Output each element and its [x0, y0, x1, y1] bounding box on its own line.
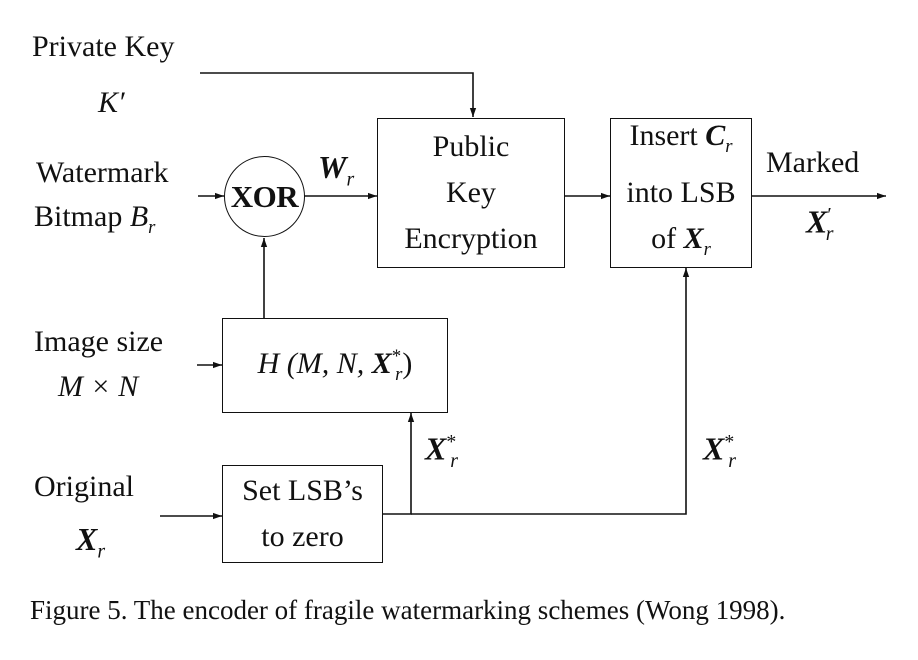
insert-line-1: Insert Cr	[629, 119, 733, 157]
original-symbol: Xr	[76, 521, 106, 563]
hash-function-box: H (M, N, X*r)	[222, 318, 448, 413]
image-size-symbol: M × N	[58, 370, 139, 403]
encryption-line-2: Key	[446, 176, 496, 209]
insert-line-3: of Xr	[651, 222, 711, 260]
xor-label: XOR	[230, 178, 299, 214]
wr-label: Wr	[318, 149, 355, 191]
xstar-label-left: X*r	[425, 430, 458, 473]
hash-expression: H (M, N, X*r)	[257, 345, 413, 385]
private-key-label: Private Key	[32, 30, 175, 63]
image-size-label: Image size	[34, 325, 164, 358]
encryption-line-1: Public	[432, 130, 510, 163]
set-lsb-zero-box: Set LSB’s to zero	[222, 465, 383, 563]
setlsb-line-2: to zero	[261, 520, 344, 553]
setlsb-to-insert-arrow	[411, 268, 690, 515]
bitmap-label: Bitmap Br	[34, 200, 156, 238]
public-key-encryption-box: Public Key Encryption	[377, 118, 565, 268]
watermark-label: Watermark	[36, 156, 169, 189]
xor-node: XOR	[224, 156, 305, 237]
insert-into-lsb-box: Insert Cr into LSB of Xr	[610, 118, 752, 268]
xstar-label-right: X*r	[703, 430, 736, 473]
private-key-arrow	[200, 72, 477, 117]
marked-symbol: X′r	[806, 203, 834, 246]
private-key-symbol: K′	[98, 86, 125, 119]
encryption-line-3: Encryption	[404, 222, 538, 255]
marked-label: Marked	[766, 146, 860, 179]
setlsb-line-1: Set LSB’s	[242, 474, 363, 507]
figure-caption: Figure 5. The encoder of fragile waterma…	[30, 595, 786, 625]
insert-line-2: into LSB	[626, 176, 736, 209]
setlsb-to-hash-arrow	[383, 413, 415, 515]
original-label: Original	[34, 470, 134, 503]
